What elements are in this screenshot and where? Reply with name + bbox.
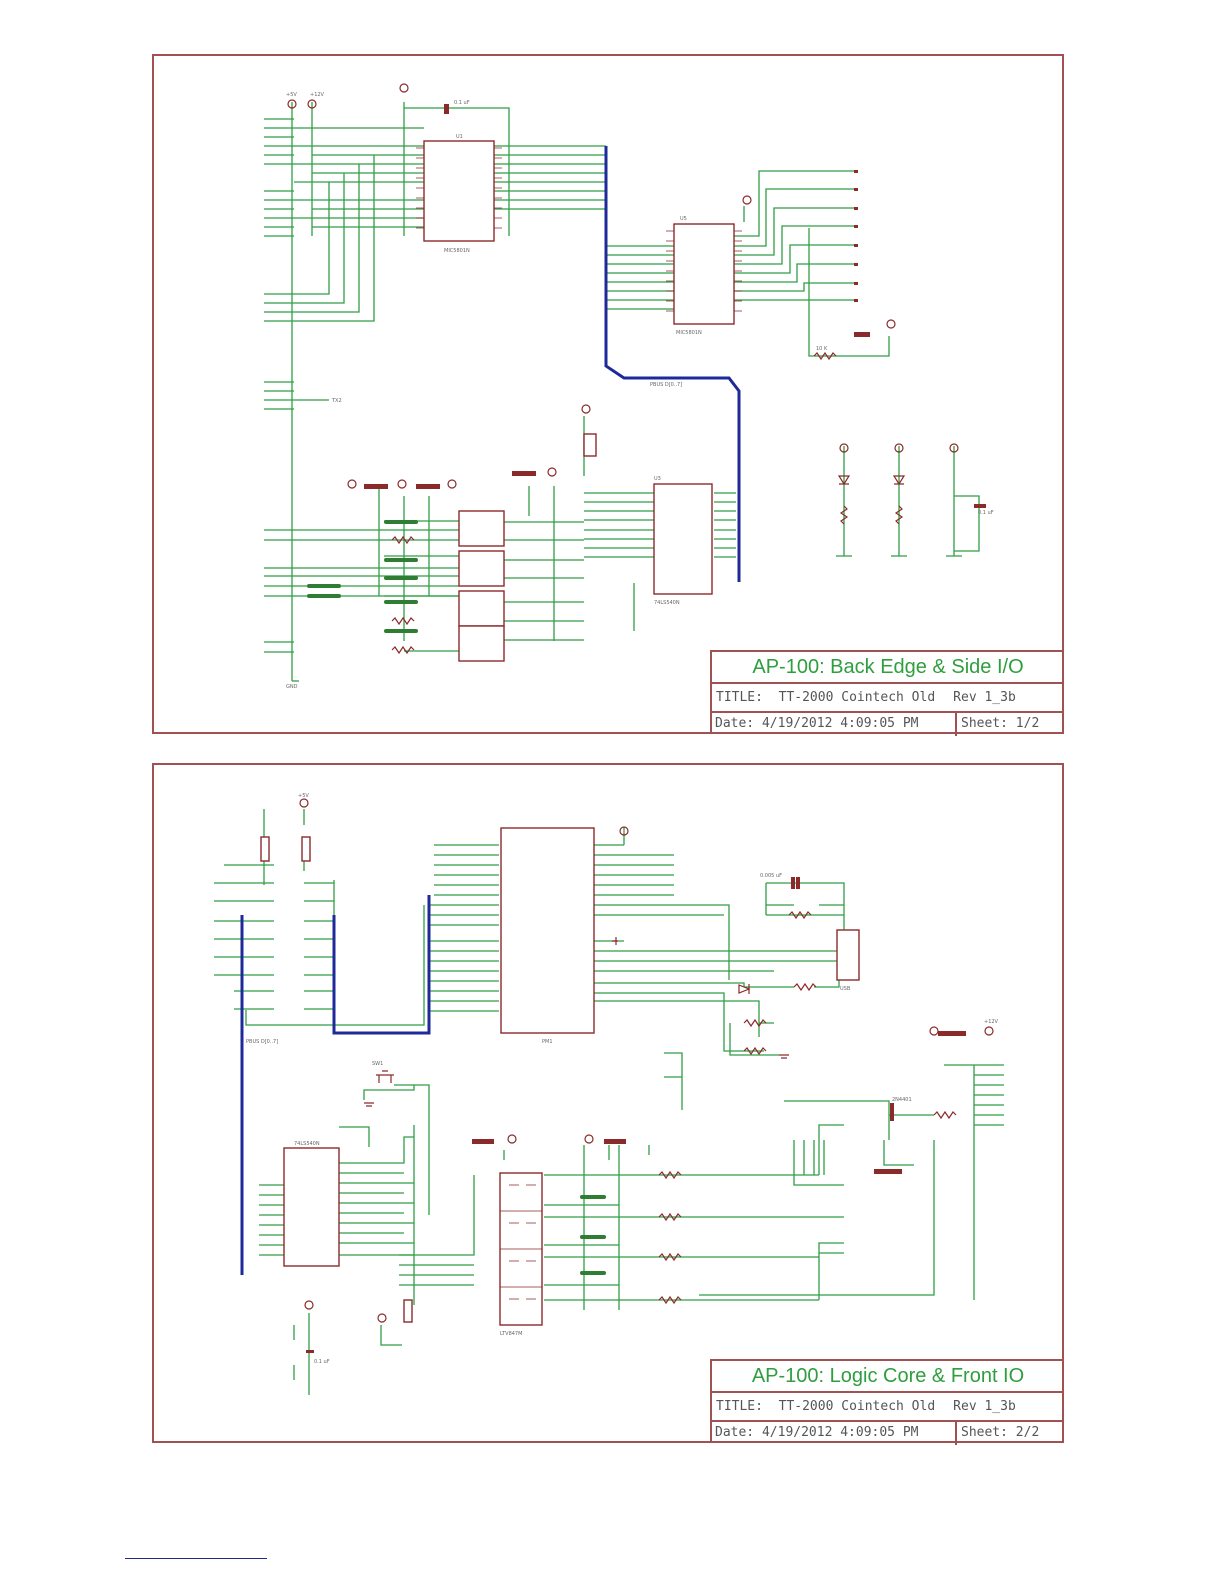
- pullup-r2: [301, 836, 311, 862]
- resistors-2: [376, 910, 957, 1305]
- c7-label: 0.1 uF: [314, 1359, 330, 1365]
- power-symbols-1: [287, 83, 959, 489]
- footnote-rule: [125, 1558, 267, 1559]
- title-block-1: AP-100: Back Edge & Side I/O TITLE: TT-2…: [710, 650, 1064, 736]
- usb-connector: [836, 929, 860, 981]
- pullup-r3: [403, 1299, 413, 1323]
- c4-label: 0.005 uF: [760, 873, 782, 879]
- p12v-label-1: +12V: [310, 92, 325, 98]
- date-text: Date: 4/19/2012 4:09:05 PM: [712, 1422, 957, 1445]
- u2-part-label: 74LS540N: [294, 1141, 320, 1147]
- c3-label: 0.1 uF: [978, 510, 994, 516]
- schematic-sheet-1: PBUS D[0..7] GND U1 MIC5801N U5 MIC5801N…: [152, 54, 1064, 736]
- ic-u1: [423, 140, 495, 242]
- u1-part-label: MIC5801N: [444, 248, 470, 254]
- power-symbols-2: [299, 798, 994, 1323]
- u1-label: U1: [456, 134, 463, 140]
- ic-u2: [283, 1147, 340, 1267]
- ic-u5: [673, 223, 735, 325]
- date-row: Date: 4/19/2012 4:09:05 PM Sheet: 1/2: [712, 713, 1064, 736]
- u3-part-label: 74LS540N: [654, 600, 680, 606]
- wires-1: [264, 102, 980, 682]
- opto-3: [458, 590, 505, 627]
- date-row: Date: 4/19/2012 4:09:05 PM Sheet: 2/2: [712, 1422, 1064, 1445]
- bus-label-2: PBUS D[0..7]: [246, 1039, 278, 1045]
- title-label: TITLE:: [716, 1399, 763, 1414]
- caps-2: [580, 1195, 606, 1275]
- gnd-label-1: GND: [286, 684, 298, 690]
- headers-2: [306, 877, 966, 1353]
- ic-pins-1: [416, 147, 742, 312]
- opto-1: [458, 510, 505, 547]
- sheet-number: Sheet: 2/2: [961, 1425, 1040, 1440]
- revision: Rev 1_3b: [953, 1399, 1016, 1414]
- tx2-label: TX2: [331, 398, 342, 404]
- title-value: TT-2000 Cointech Old: [778, 1399, 936, 1414]
- usb-label: USB: [840, 986, 851, 992]
- title-value: TT-2000 Cointech Old: [778, 690, 936, 705]
- title-label: TITLE:: [716, 690, 763, 705]
- q1-label: 2N4401: [892, 1097, 912, 1103]
- bus-label-1: PBUS D[0..7]: [650, 382, 682, 388]
- data-bus-2: [240, 895, 431, 1275]
- opto-4: [458, 625, 505, 662]
- led-resistors-1: [391, 351, 906, 655]
- pm1-label: PM1: [542, 1039, 553, 1045]
- sheet-number: Sheet: 1/2: [961, 716, 1040, 731]
- headers-1: [364, 104, 986, 508]
- ic-packages-1: [423, 140, 735, 662]
- p5v-label-1: +5V: [286, 92, 297, 98]
- p5v-label-2: +5V: [298, 793, 309, 799]
- wires-2: [214, 809, 1004, 1395]
- sheet-heading: AP-100: Logic Core & Front IO: [712, 1361, 1064, 1393]
- ic-u3: [653, 483, 713, 595]
- r10k-label: 10 K: [816, 346, 828, 352]
- revision: Rev 1_3b: [953, 690, 1016, 705]
- u5-part-label: MIC5801N: [676, 330, 702, 336]
- date-text: Date: 4/19/2012 4:09:05 PM: [712, 713, 957, 736]
- opto-dividers-2: [500, 1184, 542, 1300]
- title-row: TITLE: TT-2000 Cointech Old Rev 1_3b: [712, 1393, 1064, 1422]
- u5-label: U5: [680, 216, 687, 222]
- data-bus-1: [604, 146, 741, 582]
- schematic-drawing-2: PBUS D[0..7] PM1 USB SW1 74LS540N LTV847…: [214, 793, 1004, 1395]
- title-block-2: AP-100: Logic Core & Front IO TITLE: TT-…: [710, 1359, 1064, 1445]
- title-row: TITLE: TT-2000 Cointech Old Rev 1_3b: [712, 684, 1064, 713]
- schematic-drawing-1: PBUS D[0..7] GND U1 MIC5801N U5 MIC5801N…: [264, 83, 994, 690]
- sheet-heading: AP-100: Back Edge & Side I/O: [712, 652, 1064, 684]
- connector-pins-1: [854, 170, 858, 302]
- caps-1: [307, 520, 418, 633]
- u3-label: U3: [654, 476, 661, 482]
- p12v-label-2: +12V: [984, 1019, 999, 1025]
- sw1-label: SW1: [372, 1061, 383, 1067]
- opto-2: [458, 550, 505, 587]
- ic-pm1: [500, 827, 595, 1034]
- resistor-pack: [583, 433, 597, 457]
- ic-packages-2: [260, 827, 860, 1326]
- pullup-r1: [260, 836, 270, 862]
- schematic-sheet-2: PBUS D[0..7] PM1 USB SW1 74LS540N LTV847…: [152, 763, 1064, 1445]
- c2-label: 0.1 uF: [454, 100, 470, 106]
- u7-part-label: LTV847M: [500, 1331, 522, 1337]
